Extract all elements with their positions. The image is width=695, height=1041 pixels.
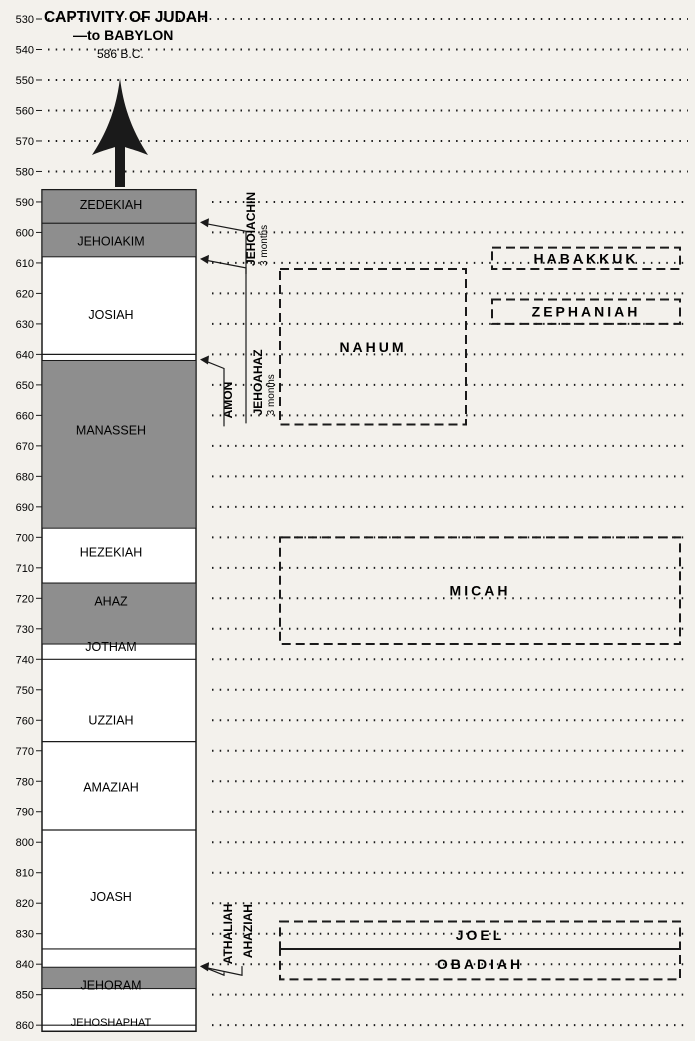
tick-label: 820 — [16, 898, 34, 910]
tick-label: 800 — [16, 837, 34, 849]
tick-label: 750 — [16, 685, 34, 697]
short-reign-label: AMON — [221, 382, 235, 419]
tick-label: 560 — [16, 105, 34, 117]
pointer-line — [203, 359, 225, 427]
tick-label: 770 — [16, 746, 34, 758]
king-label: UZZIAH — [88, 713, 133, 727]
tick-label: 630 — [16, 319, 34, 331]
tick-label: 780 — [16, 776, 34, 788]
short-reign-note: 3 months — [259, 225, 270, 266]
tick-label: 600 — [16, 227, 34, 239]
tick-label: 700 — [16, 532, 34, 544]
prophet-box — [279, 920, 681, 950]
king-label: JEHOIAKIM — [77, 235, 144, 249]
pointer-arrow-icon — [200, 962, 209, 972]
tick-label: 580 — [16, 166, 34, 178]
pointer-arrow-icon — [200, 355, 209, 365]
pointer-line — [203, 966, 225, 977]
tick-label: 680 — [16, 471, 34, 483]
king-label: MANASSEH — [76, 424, 146, 438]
evil-reign-band — [41, 966, 197, 990]
tick-label: 850 — [16, 990, 34, 1002]
captivity-date: 586 B.C. — [97, 47, 144, 61]
king-label: ZEDEKIAH — [80, 198, 143, 212]
tick-label: 830 — [16, 929, 34, 941]
tick-label: 530 — [16, 14, 34, 26]
pointer-line — [203, 222, 247, 274]
pointer-line — [203, 259, 247, 424]
short-reign-label: JEHOAHAZ — [251, 349, 265, 415]
prophet-box — [279, 947, 681, 981]
short-reign-label: JEHOIACHIN — [244, 192, 258, 266]
prophet-box — [491, 246, 681, 271]
prophet-box — [279, 536, 681, 646]
tick-label: 620 — [16, 288, 34, 300]
prophet-box — [491, 298, 681, 325]
prophet-label: NAHUM — [339, 339, 406, 355]
tick-label: 550 — [16, 75, 34, 87]
prophet-label: JOEL — [456, 927, 505, 943]
king-label: JOSIAH — [88, 308, 133, 322]
tick-label: 840 — [16, 959, 34, 971]
evil-reign-band — [41, 222, 197, 258]
tick-label: 570 — [16, 136, 34, 148]
tick-label: 540 — [16, 44, 34, 56]
tick-label: 760 — [16, 715, 34, 727]
tick-label: 660 — [16, 410, 34, 422]
tick-label: 690 — [16, 502, 34, 514]
prophet-boxes: HABAKKUK ZEPHANIAH NAHUM MICAH JOEL OBADIAH — [279, 246, 681, 981]
pointer-line — [203, 966, 243, 976]
prophet-label: OBADIAH — [437, 956, 523, 972]
year-axis: 530 540 550 560 570 580 590 600 610 620 630 640 650 6… — [16, 14, 42, 1032]
king-label: JEHORAM — [80, 979, 141, 993]
tick-label: 610 — [16, 258, 34, 270]
captivity-heading: CAPTIVITY OF JUDAH —to BABYLON 586 B.C. — [44, 9, 208, 61]
tick-label: 730 — [16, 624, 34, 636]
king-label: HEZEKIAH — [80, 546, 143, 560]
tick-label: 710 — [16, 563, 34, 575]
tick-label: 640 — [16, 349, 34, 361]
tick-label: 650 — [16, 380, 34, 392]
short-reign-label: AHAZIAH — [241, 904, 255, 958]
kings-column: ZEDEKIAH JEHOIAKIM JOSIAH MANASSEH HEZEKIAH A… — [41, 188, 197, 1033]
evil-reign-band — [41, 189, 197, 224]
tick-label: 810 — [16, 868, 34, 880]
evil-reign-band — [41, 582, 197, 645]
tick-label: 860 — [16, 1020, 34, 1032]
short-reign-label: ATHALIAH — [221, 904, 235, 964]
prophet-label: ZEPHANIAH — [532, 304, 641, 320]
prophet-label: HABAKKUK — [534, 250, 639, 266]
tick-label: 790 — [16, 807, 34, 819]
up-arrow-icon — [92, 78, 148, 187]
prophet-label: MICAH — [450, 583, 511, 599]
tick-label: 740 — [16, 654, 34, 666]
captivity-title: CAPTIVITY OF JUDAH — [44, 9, 208, 26]
short-reign-note: 3 months — [266, 374, 277, 415]
evil-reign-band — [41, 359, 197, 529]
prophet-box — [279, 268, 467, 426]
tick-label: 670 — [16, 441, 34, 453]
tick-label: 590 — [16, 197, 34, 209]
king-label: AHAZ — [94, 594, 128, 608]
captivity-subtitle: —to BABYLON — [73, 27, 173, 43]
king-label: JEHOSHAPHAT — [71, 1017, 152, 1029]
pointer-arrow-icon — [200, 218, 209, 228]
pointer-arrow-icon — [200, 254, 209, 264]
king-label: AMAZIAH — [83, 780, 139, 794]
king-label: JOASH — [90, 890, 132, 904]
king-label: JOTHAM — [85, 640, 136, 654]
tick-label: 720 — [16, 593, 34, 605]
